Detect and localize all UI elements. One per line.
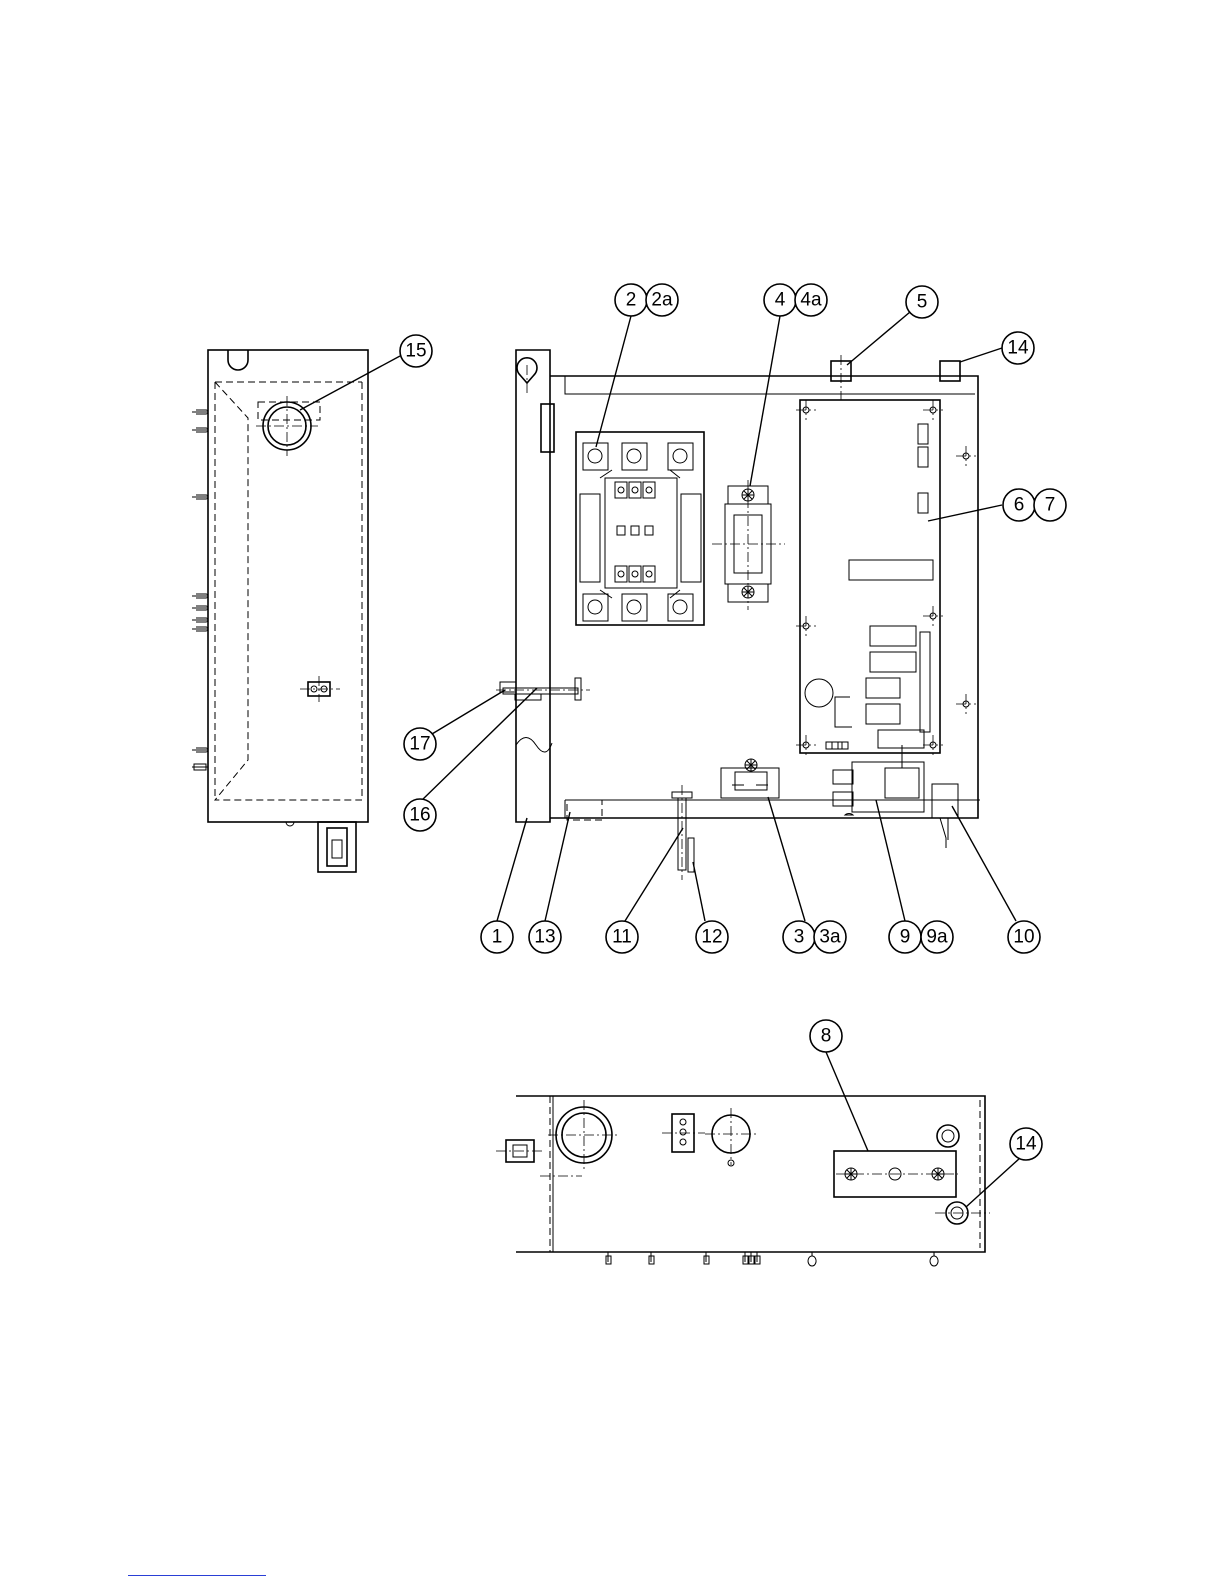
- callout-9-label: 9: [900, 927, 911, 948]
- callouts: 2 2a 4 4a 5 14 15 6 7 17 16 1 13 11 12 3…: [400, 284, 1066, 1160]
- callout-4a: 4a: [795, 284, 827, 316]
- callout-12: 12: [696, 921, 728, 953]
- callout-9a-label: 9a: [926, 927, 948, 948]
- callout-6: 6: [1003, 489, 1035, 521]
- callout-4a-label: 4a: [800, 290, 822, 311]
- callout-8: 8: [810, 1020, 842, 1052]
- callout-13-label: 13: [534, 927, 555, 948]
- callout-1: 1: [481, 921, 513, 953]
- callout-6-label: 6: [1014, 495, 1025, 516]
- callout-2: 2: [615, 284, 647, 316]
- footer-rule: [128, 1575, 266, 1576]
- callout-11: 11: [606, 921, 638, 953]
- leader-lines: [300, 312, 1020, 1207]
- callout-11-label: 11: [612, 927, 632, 948]
- callout-13: 13: [529, 921, 561, 953]
- callout-16-label: 16: [409, 805, 430, 826]
- callout-4: 4: [764, 284, 796, 316]
- callout-7: 7: [1034, 489, 1066, 521]
- callout-14-bottom: 14: [1010, 1128, 1042, 1160]
- callout-10: 10: [1008, 921, 1040, 953]
- callout-3: 3: [783, 921, 815, 953]
- callout-2a: 2a: [646, 284, 678, 316]
- bottom-view: [496, 1096, 990, 1266]
- side-view: [192, 350, 368, 872]
- callout-4-label: 4: [775, 290, 786, 311]
- callout-9a: 9a: [921, 921, 953, 953]
- callout-14-top: 14: [1002, 332, 1034, 364]
- callout-7-label: 7: [1045, 495, 1056, 516]
- callout-9: 9: [889, 921, 921, 953]
- callout-5: 5: [906, 286, 938, 318]
- callout-10-label: 10: [1013, 927, 1034, 948]
- front-view: [496, 350, 980, 880]
- callout-8-label: 8: [821, 1026, 832, 1047]
- callout-14-top-label: 14: [1007, 338, 1029, 359]
- callout-17-label: 17: [409, 734, 430, 755]
- callout-1-label: 1: [492, 927, 503, 948]
- callout-2a-label: 2a: [651, 290, 673, 311]
- callout-12-label: 12: [701, 927, 722, 948]
- callout-3a-label: 3a: [819, 927, 841, 948]
- callout-17: 17: [404, 728, 436, 760]
- callout-15: 15: [400, 335, 432, 367]
- callout-16: 16: [404, 799, 436, 831]
- callout-5-label: 5: [917, 292, 928, 313]
- callout-2-label: 2: [626, 290, 637, 311]
- callout-14-bottom-label: 14: [1015, 1134, 1037, 1155]
- callout-15-label: 15: [405, 341, 426, 362]
- callout-3a: 3a: [814, 921, 846, 953]
- callout-3-label: 3: [794, 927, 805, 948]
